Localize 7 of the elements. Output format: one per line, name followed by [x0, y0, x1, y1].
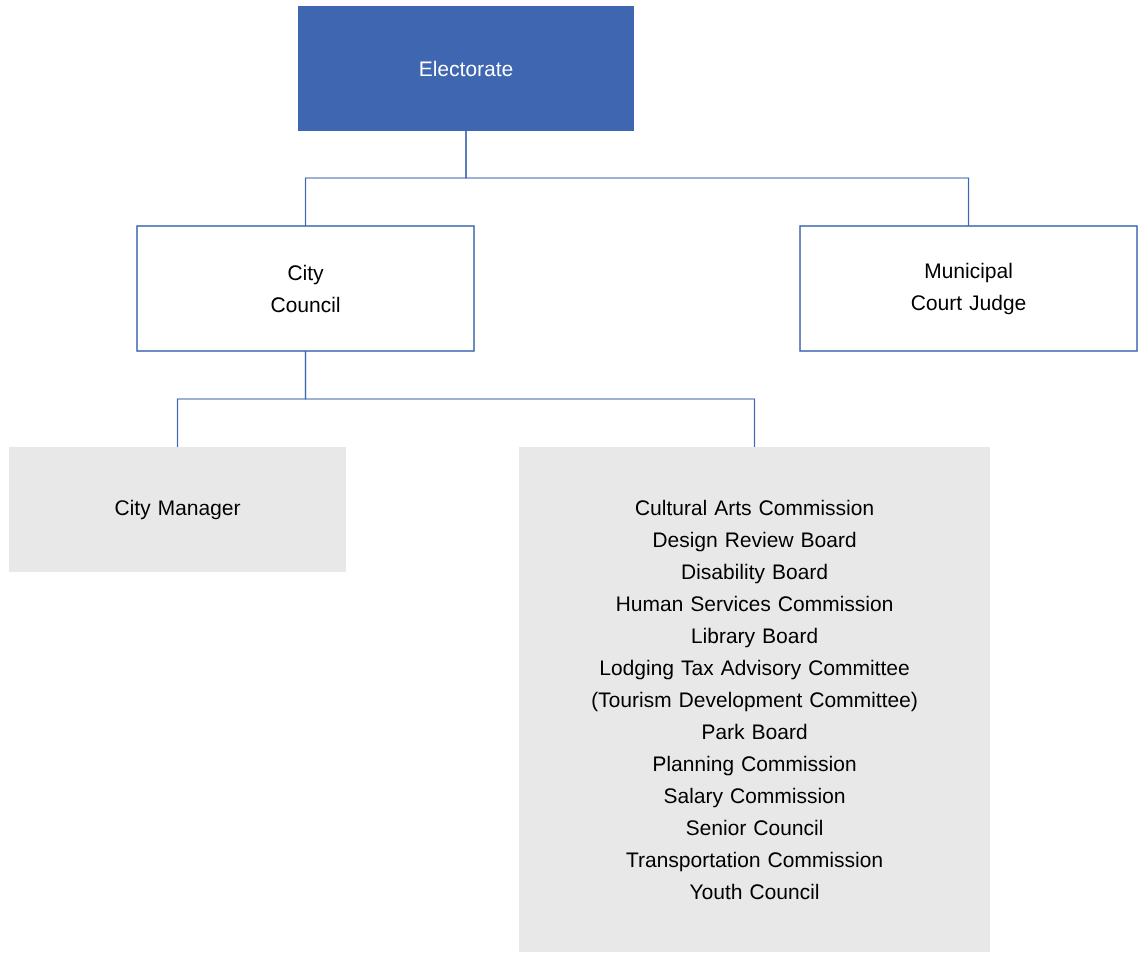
top-box: Electorate [298, 6, 634, 131]
connector-line [465, 130, 970, 227]
judge-box: Municipal Court Judge [799, 225, 1138, 352]
boards-list-box: Cultural Arts Commission Design Review Board Disability Board Human Services Commission Library Board Lodging Tax Advisory Committee (Tourism Development Committee) Park Board Planning Commission Salary Commission Senior Council Transportation Commission Youth Council [519, 447, 990, 952]
manager-box: City Manager [9, 447, 346, 572]
connector-line [304, 350, 756, 448]
council-box: City Council [136, 225, 475, 352]
